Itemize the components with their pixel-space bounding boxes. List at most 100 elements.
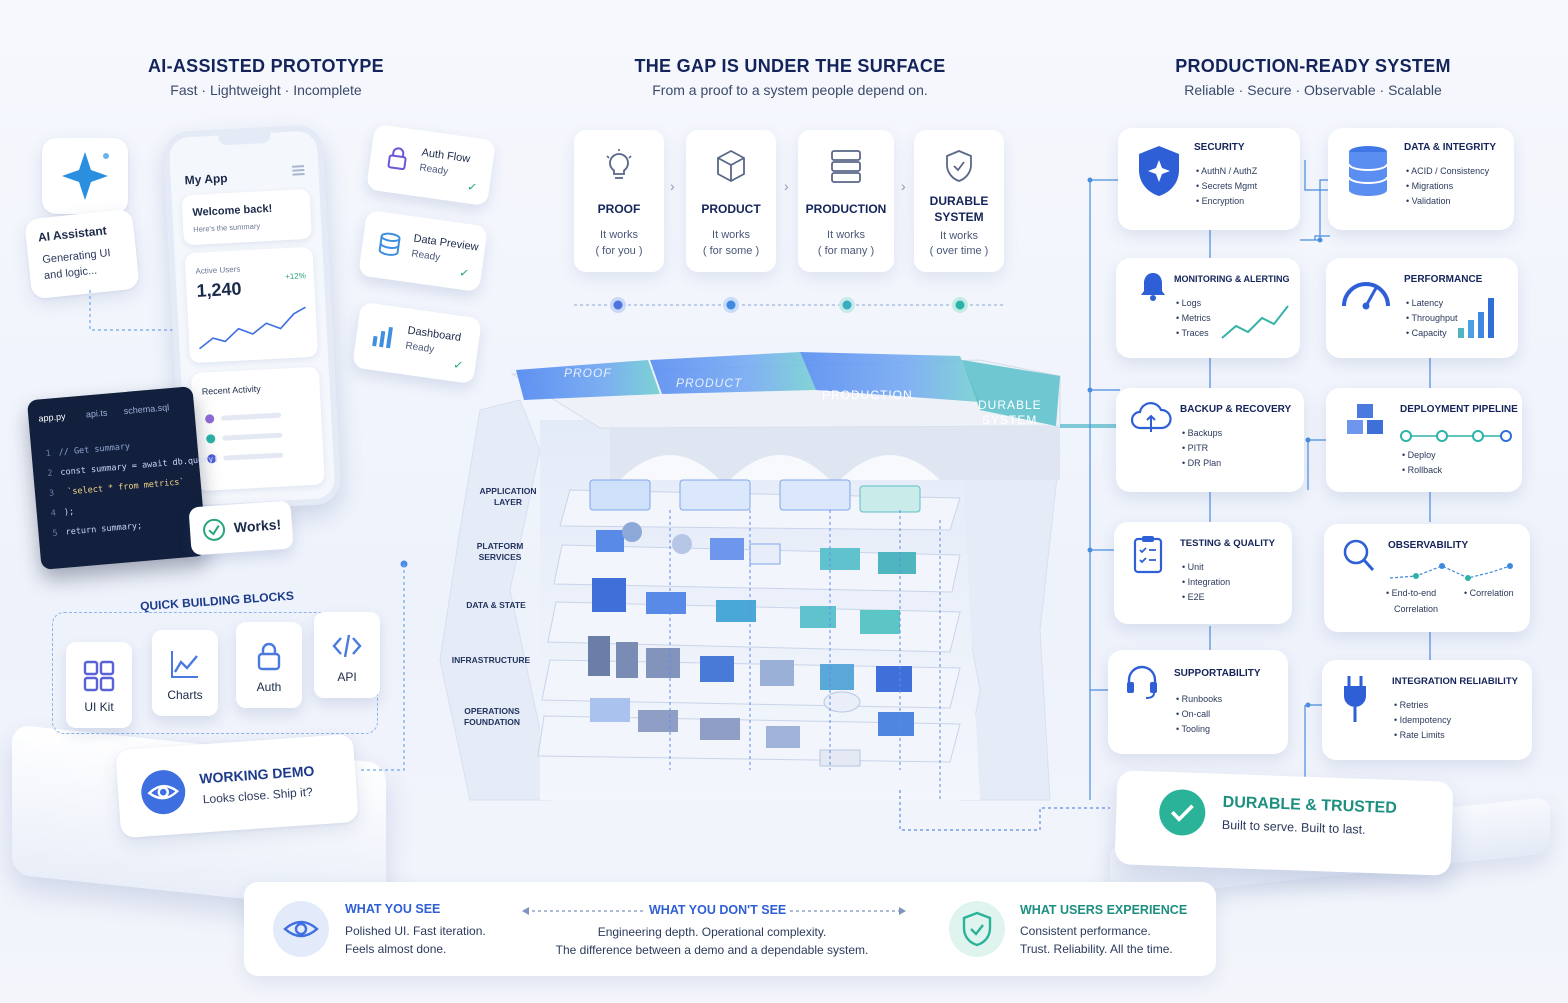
summary-banner: WHAT YOU SEE Polished UI. Fast iteration…: [244, 882, 1216, 976]
card-title: DEPLOYMENT PIPELINE: [1400, 404, 1518, 415]
bridge-label-production: PRODUCTION: [822, 388, 913, 402]
bar-chart-icon: [1458, 298, 1494, 338]
ai-assistant-text2: and logic...: [43, 264, 98, 283]
tab-app-py[interactable]: app.py: [38, 411, 66, 424]
grid-icon: [83, 660, 115, 692]
cubes-icon: [1347, 404, 1383, 434]
shield-check-icon: [946, 150, 972, 182]
stage-scope: ( over time ): [929, 245, 989, 257]
check-circle-icon: [203, 518, 226, 541]
clipboard-checklist-icon: [1133, 536, 1163, 574]
status-card-data-preview: Data Preview Ready ✓: [358, 209, 488, 293]
database-icon: [378, 232, 401, 256]
card-item: ACID / Consistency: [1406, 166, 1489, 176]
stage-name: PROOF: [597, 202, 641, 216]
card-title: SECURITY: [1194, 142, 1245, 153]
sparkle-icon: [62, 152, 109, 200]
card-item: Latency: [1406, 298, 1458, 308]
welcome-title: Welcome back!: [192, 202, 273, 219]
card-item: AuthN / AuthZ: [1196, 166, 1257, 176]
card-item: On-call: [1176, 709, 1222, 719]
center-subtitle: From a proof to a system people depend o…: [652, 82, 928, 98]
block-charts[interactable]: Charts: [152, 630, 218, 716]
code-line: 1// Get summary: [45, 441, 131, 460]
card-title: PERFORMANCE: [1404, 274, 1483, 285]
card-backup-recovery: BACKUP & RECOVERY Backups PITR DR Plan: [1116, 388, 1304, 492]
block-label: UI Kit: [84, 700, 114, 714]
durable-title: DURABLE & TRUSTED: [1222, 793, 1398, 817]
stage-name: PRODUCTION: [805, 202, 887, 216]
block-api[interactable]: API: [314, 612, 380, 698]
tab-api-ts[interactable]: api.ts: [85, 407, 108, 420]
card-item: Rollback: [1402, 465, 1443, 475]
card-item: Encryption: [1196, 196, 1257, 206]
block-label: Charts: [167, 688, 203, 702]
card-title: DATA & INTEGRITY: [1404, 142, 1497, 153]
stage-name-line1: DURABLE: [929, 194, 989, 208]
card-item: E2E: [1182, 592, 1230, 602]
durable-trusted-card: DURABLE & TRUSTED Built to serve. Built …: [1114, 770, 1454, 876]
server-icon: [831, 150, 861, 183]
layer-label-data: DATA & STATE: [466, 600, 526, 610]
stage-card-production: PRODUCTION It works ( for many ): [798, 130, 894, 272]
ai-assistant-title: AI Assistant: [37, 223, 108, 245]
works-label: Works!: [233, 516, 282, 536]
assistant-connector: [89, 290, 176, 331]
card-title: INTEGRATION RELIABILITY: [1392, 676, 1518, 687]
pipeline-steps-icon: [1400, 430, 1512, 442]
phone-mockup: My App Welcome back! Here's the summary …: [162, 124, 342, 512]
right-column-subtitle: Reliable · Secure · Observable · Scalabl…: [1184, 82, 1442, 98]
app-title: My App: [184, 171, 228, 188]
code-line: 3 `select * from metrics`: [48, 477, 186, 499]
stage-card-product: PRODUCT It works ( for some ): [686, 130, 776, 272]
card-item: Traces: [1176, 328, 1211, 338]
block-ui-kit[interactable]: UI Kit: [66, 642, 132, 728]
ai-assistant-card: AI Assistant Generating UI and logic...: [24, 208, 140, 300]
banner-see-line1: Polished UI. Fast iteration.: [345, 924, 486, 938]
check-icon: ✓: [458, 265, 471, 281]
block-auth[interactable]: Auth: [236, 622, 302, 708]
metric-sparkline: [199, 306, 306, 350]
banner-dont-line2: The difference between a demo and a depe…: [555, 943, 869, 957]
card-monitoring-alerting: MONITORING & ALERTING Logs Metrics Trace…: [1116, 258, 1300, 358]
works-badge: Works!: [188, 500, 294, 556]
trend-line-icon: [1221, 305, 1289, 339]
layer-label-infrastructure: INFRASTRUCTURE: [451, 655, 531, 665]
metric-value: 1,240: [195, 278, 243, 301]
right-column-title: PRODUCTION-READY SYSTEM: [1175, 56, 1451, 76]
menu-icon[interactable]: [292, 165, 305, 176]
card-item: Metrics: [1176, 313, 1211, 323]
progress-timeline: [574, 297, 1006, 313]
card-item: Logs: [1176, 298, 1211, 308]
stage-arrow-icon: ›: [784, 178, 789, 194]
card-item: PITR: [1182, 443, 1222, 453]
lightbulb-icon: [606, 149, 632, 179]
block-label: API: [337, 670, 357, 684]
metric-card: Active Users 1,240 +12%: [184, 246, 319, 364]
banner-see-line2: Feels almost done.: [345, 942, 447, 956]
card-observability: OBSERVABILITY End-to-end Correlation Cor…: [1324, 524, 1530, 632]
working-demo-text: Looks close. Ship it?: [202, 784, 314, 807]
banner-see-title: WHAT YOU SEE: [345, 902, 441, 916]
card-deployment-pipeline: DEPLOYMENT PIPELINE Deploy Rollback: [1326, 388, 1522, 492]
metric-label: Active Users: [195, 264, 241, 276]
card-security: SECURITY AuthN / AuthZ Secrets Mgmt Encr…: [1118, 128, 1300, 230]
eye-icon: [273, 901, 329, 957]
stage-card-durable-system: DURABLE SYSTEM It works ( over time ): [914, 130, 1004, 272]
check-icon: ✓: [466, 179, 479, 195]
card-title: BACKUP & RECOVERY: [1180, 404, 1292, 415]
card-title: SUPPORTABILITY: [1174, 668, 1261, 679]
card-item: Capacity: [1406, 328, 1458, 338]
code-line: 4);: [50, 506, 75, 519]
gap-cross-section: [439, 352, 1120, 831]
tab-schema-sql[interactable]: schema.sql: [123, 402, 170, 417]
plug-icon: [1344, 676, 1366, 722]
magnifier-icon: [1343, 539, 1375, 572]
card-performance: PERFORMANCE Latency Throughput Capacity: [1326, 258, 1518, 358]
status-card-status: Ready: [418, 162, 449, 178]
card-item: Throughput: [1406, 313, 1458, 323]
banner-users-title: WHAT USERS EXPERIENCE: [1020, 903, 1188, 917]
lock-icon: [387, 147, 407, 171]
card-item: Backups: [1182, 428, 1223, 438]
